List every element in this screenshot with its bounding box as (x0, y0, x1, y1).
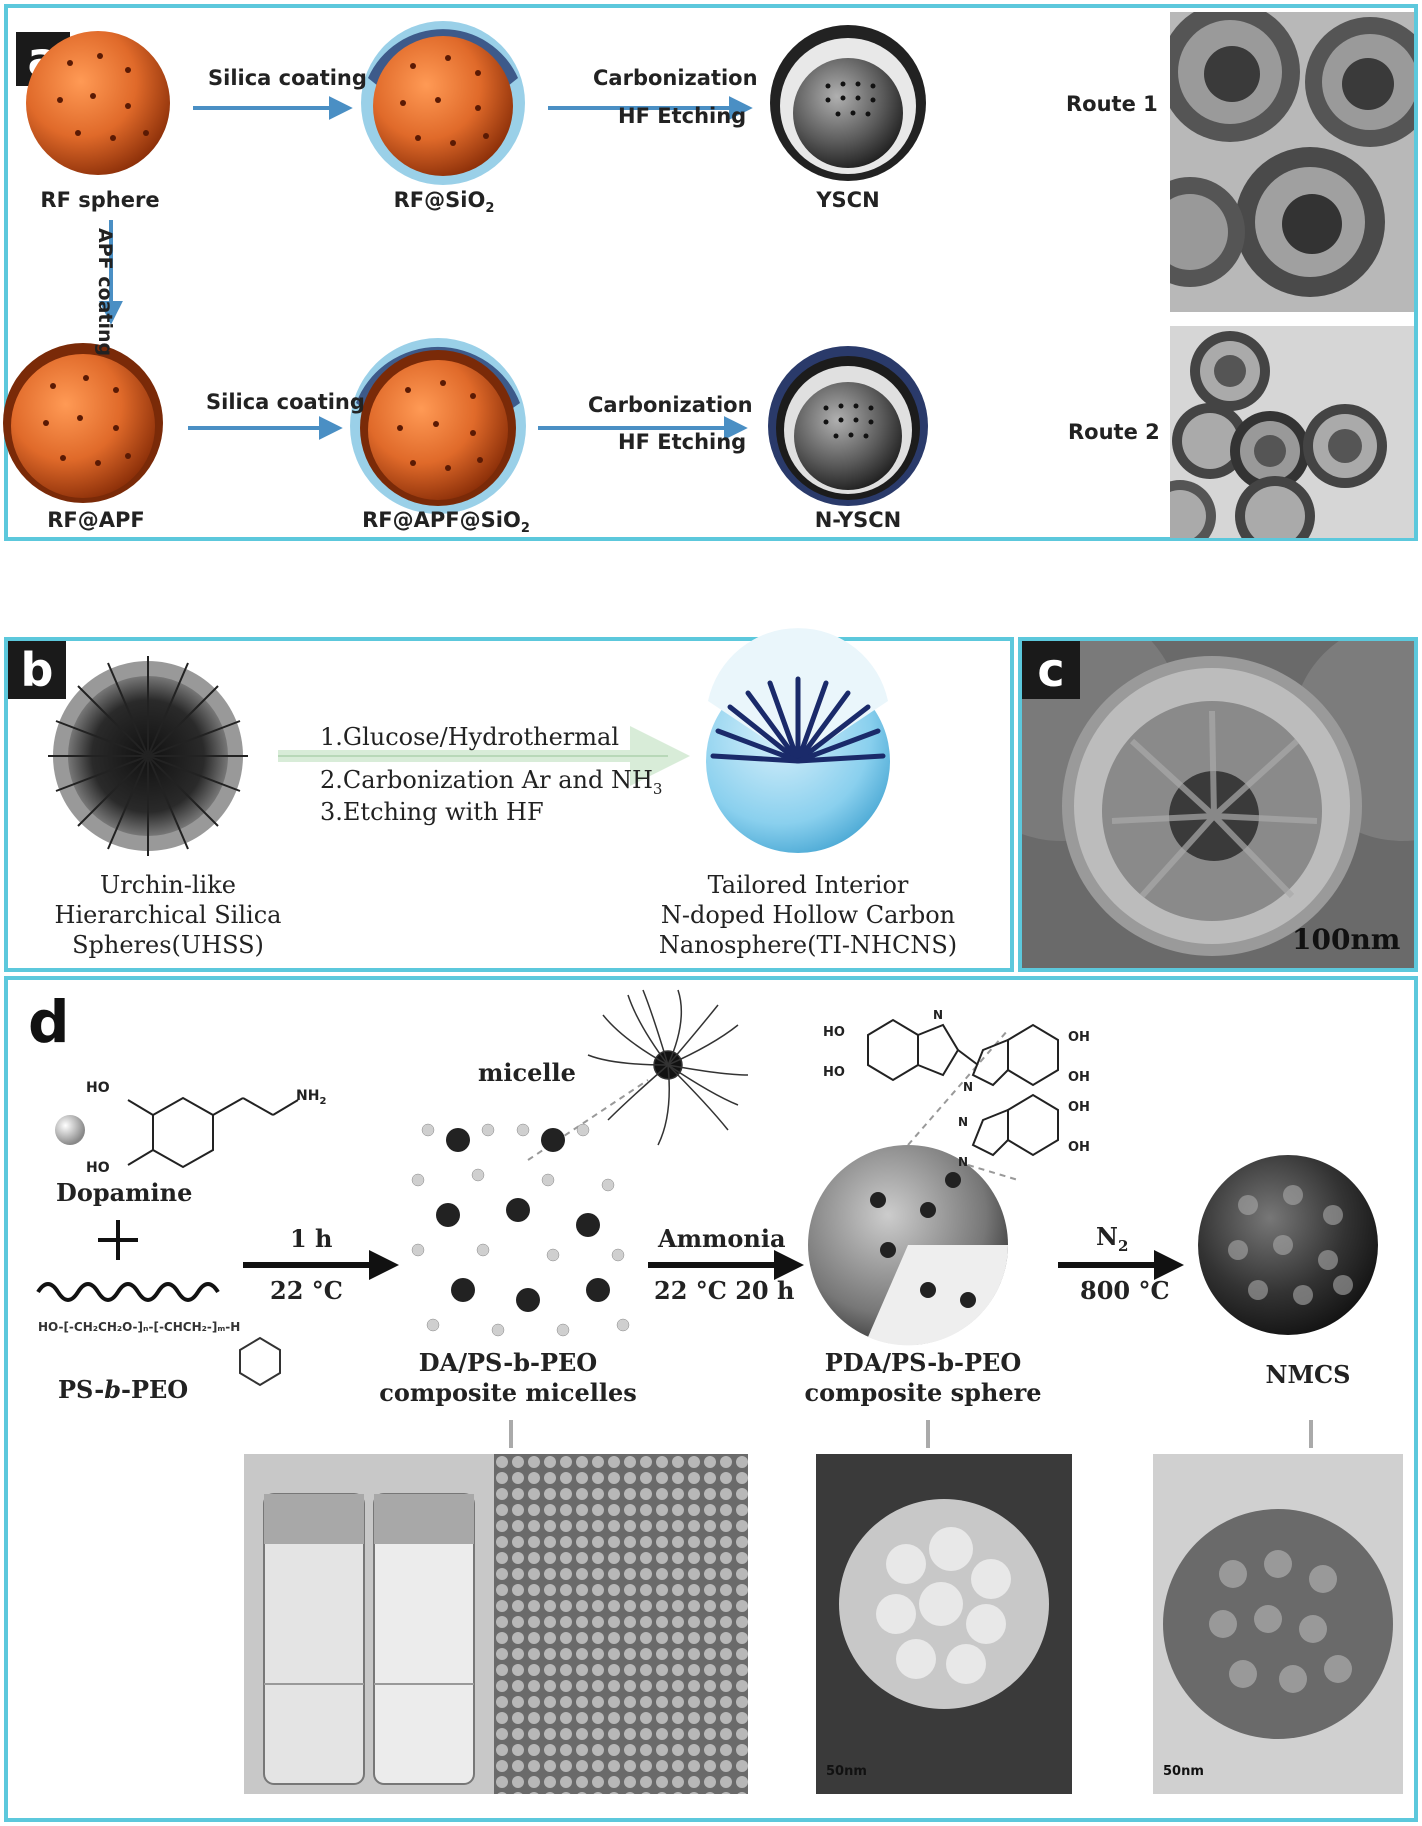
pda-sem-photo: 50nm (816, 1454, 1072, 1794)
rf-sphere-label: RF sphere (40, 188, 159, 212)
rf-apf-sio2-label: RF@APF@SiO2 (362, 508, 530, 536)
rf-sio2-sphere (361, 21, 525, 185)
panel-b-step-2: 2.Carbonization Ar and NH3 (320, 766, 662, 798)
composite-sphere-label-1: PDA/PS-b-PEO (825, 1348, 1021, 1377)
pda-oh-1: HO (823, 1025, 845, 1040)
arrow3-bottom-label: 800 °C (1080, 1276, 1170, 1305)
nmcs-label: NMCS (1266, 1360, 1351, 1389)
nmcs-tem-photo: 50nm (1153, 1454, 1403, 1794)
plus-sign (98, 1220, 138, 1260)
panel-c-scale-label: 100nm (1292, 923, 1400, 956)
route1-tem-image (1170, 12, 1414, 312)
pda-oh-4: OH (1068, 1070, 1090, 1085)
arrow1-top-label: 1 h (290, 1224, 333, 1253)
connector-arrows (511, 1420, 1311, 1448)
route2-arrow2-label-2: HF Etching (618, 430, 746, 454)
route1-arrow2-label-2: HF Etching (618, 104, 746, 128)
pda-n-2: N (963, 1080, 973, 1094)
panel-a: a (4, 4, 1418, 541)
ps-peo-wave (38, 1284, 218, 1300)
composite-micelles-label-2: composite micelles (379, 1378, 637, 1407)
apf-coating-label: APF coating (94, 228, 116, 356)
uhss-caption-1: Urchin-like (100, 871, 236, 899)
ti-nhcns-caption-1: Tailored Interior (708, 871, 909, 899)
panel-d: d (4, 976, 1418, 1822)
polymer-formula: HO-[-CH₂CH₂O-]ₙ-[-CHCH₂-]ₘ-H (38, 1320, 240, 1334)
dopamine-ball (55, 1115, 85, 1145)
ti-nhcns-caption-3: Nanosphere(TI-NHCNS) (659, 931, 957, 959)
composite-micelles-grid (412, 1124, 629, 1336)
rf-sphere (26, 31, 170, 175)
pda-oh-2: HO (823, 1065, 845, 1080)
micelle-label: micelle (478, 1058, 576, 1087)
n-yscn-sphere (768, 346, 928, 506)
composite-sphere-label-2: composite sphere (804, 1378, 1041, 1407)
composite-micelles-label-1: DA/PS-b-PEO (419, 1348, 597, 1377)
uhss-caption-2: Hierarchical Silica (55, 901, 282, 929)
dopamine-ho-1: HO (86, 1080, 110, 1096)
yscn-label: YSCN (816, 188, 879, 212)
route2-label: Route 2 (1068, 420, 1160, 444)
dopamine-ho-2: HO (86, 1160, 110, 1176)
rf-sio2-label: RF@SiO2 (394, 188, 495, 216)
rf-apf-sphere (3, 343, 163, 503)
panel-b-step-3: 3.Etching with HF (320, 798, 544, 826)
pda-n-4: N (958, 1155, 968, 1169)
pda-n-1: N (933, 1008, 943, 1022)
pda-oh-3: OH (1068, 1030, 1090, 1045)
rf-apf-label: RF@APF (47, 508, 145, 532)
pda-n-3: N (958, 1115, 968, 1129)
dopamine-nh2: NH2 (296, 1088, 326, 1107)
arrow2-top-label: Ammonia (658, 1224, 786, 1253)
n-yscn-label: N-YSCN (815, 508, 902, 532)
hollow-carbon-nanosphere (706, 628, 890, 853)
ti-nhcns-caption-2: N-doped Hollow Carbon (661, 901, 955, 929)
nmcs-sphere (1198, 1155, 1378, 1335)
pda-oh-5: OH (1068, 1100, 1090, 1115)
panel-b: b (4, 637, 1014, 972)
route1-label: Route 1 (1066, 92, 1158, 116)
urchin-silica-sphere (48, 656, 248, 856)
styrene-ring (240, 1338, 280, 1385)
pda-composite-sphere (808, 1145, 1008, 1345)
pda-sem-scale: 50nm (826, 1764, 867, 1779)
nmcs-tem-scale: 50nm (1163, 1764, 1204, 1779)
panel-b-step-1: 1.Glucose/Hydrothermal (320, 723, 619, 751)
vials-photo (244, 1454, 494, 1794)
dopamine-structure (128, 1098, 298, 1167)
plus-label: + (108, 1212, 109, 1213)
route2-tem-image (1170, 326, 1414, 538)
panel-c-sem-image: c 100nm (1018, 637, 1418, 972)
micelles-tem-photo (494, 1454, 748, 1794)
route2-arrow1-label: Silica coating (206, 390, 365, 414)
micelle (588, 990, 748, 1145)
arrow1-bottom-label: 22 °C (270, 1276, 343, 1305)
rf-apf-sio2-sphere (350, 338, 526, 514)
panel-c-tag: c (1022, 641, 1080, 699)
route2-arrow2-label-1: Carbonization (588, 393, 753, 417)
arrow3-top-label: N2 (1096, 1222, 1128, 1255)
ps-peo-label: PS-b-PEO (58, 1375, 188, 1404)
route1-arrow2-label-1: Carbonization (593, 66, 758, 90)
arrow2-bottom-label: 22 °C 20 h (654, 1276, 794, 1305)
pda-oh-6: OH (1068, 1140, 1090, 1155)
route1-arrow1-label: Silica coating (208, 66, 367, 90)
yscn-sphere (770, 25, 926, 181)
uhss-caption-3: Spheres(UHSS) (72, 931, 264, 959)
dopamine-label: Dopamine (56, 1178, 192, 1207)
